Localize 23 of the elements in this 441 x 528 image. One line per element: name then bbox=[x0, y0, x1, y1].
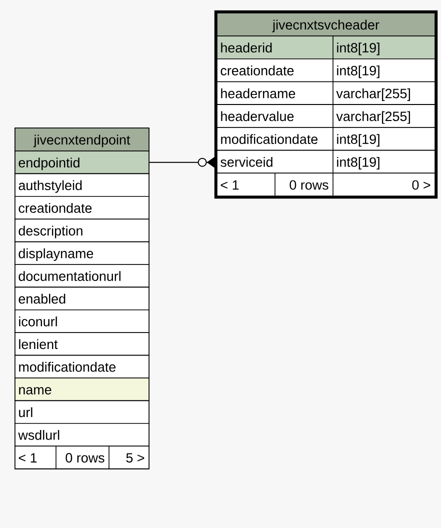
column-row: headervalue varchar[255] bbox=[216, 104, 436, 128]
table-footer: < 1 0 rows 5 > bbox=[14, 446, 150, 470]
column-row: modificationdate bbox=[14, 354, 150, 378]
column-row: headerid int8[19] bbox=[216, 36, 436, 60]
column-row: documentationurl bbox=[14, 264, 150, 288]
column-row: displayname bbox=[14, 241, 150, 265]
column-row: creationdate bbox=[14, 196, 150, 220]
column-row: endpointid bbox=[14, 150, 150, 174]
column-row: iconurl bbox=[14, 310, 150, 333]
column-row: wsdlurl bbox=[14, 423, 150, 446]
column-row: modificationdate int8[19] bbox=[216, 127, 436, 151]
column-row: lenient bbox=[14, 332, 150, 356]
table-header: jivecnxtsvcheader bbox=[216, 12, 436, 36]
column-row: name bbox=[14, 378, 150, 402]
column-row: enabled bbox=[14, 286, 150, 310]
column-row: url bbox=[14, 400, 150, 424]
column-row: description bbox=[14, 218, 150, 242]
column-row: authstyleid bbox=[14, 173, 150, 197]
column-row: serviceid int8[19] bbox=[216, 150, 436, 174]
table-header: jivecnxtendpoint bbox=[14, 128, 150, 152]
table-footer: < 1 0 rows 0 > bbox=[216, 172, 436, 196]
column-row: creationdate int8[19] bbox=[216, 58, 436, 82]
column-row: headername varchar[255] bbox=[216, 81, 436, 105]
